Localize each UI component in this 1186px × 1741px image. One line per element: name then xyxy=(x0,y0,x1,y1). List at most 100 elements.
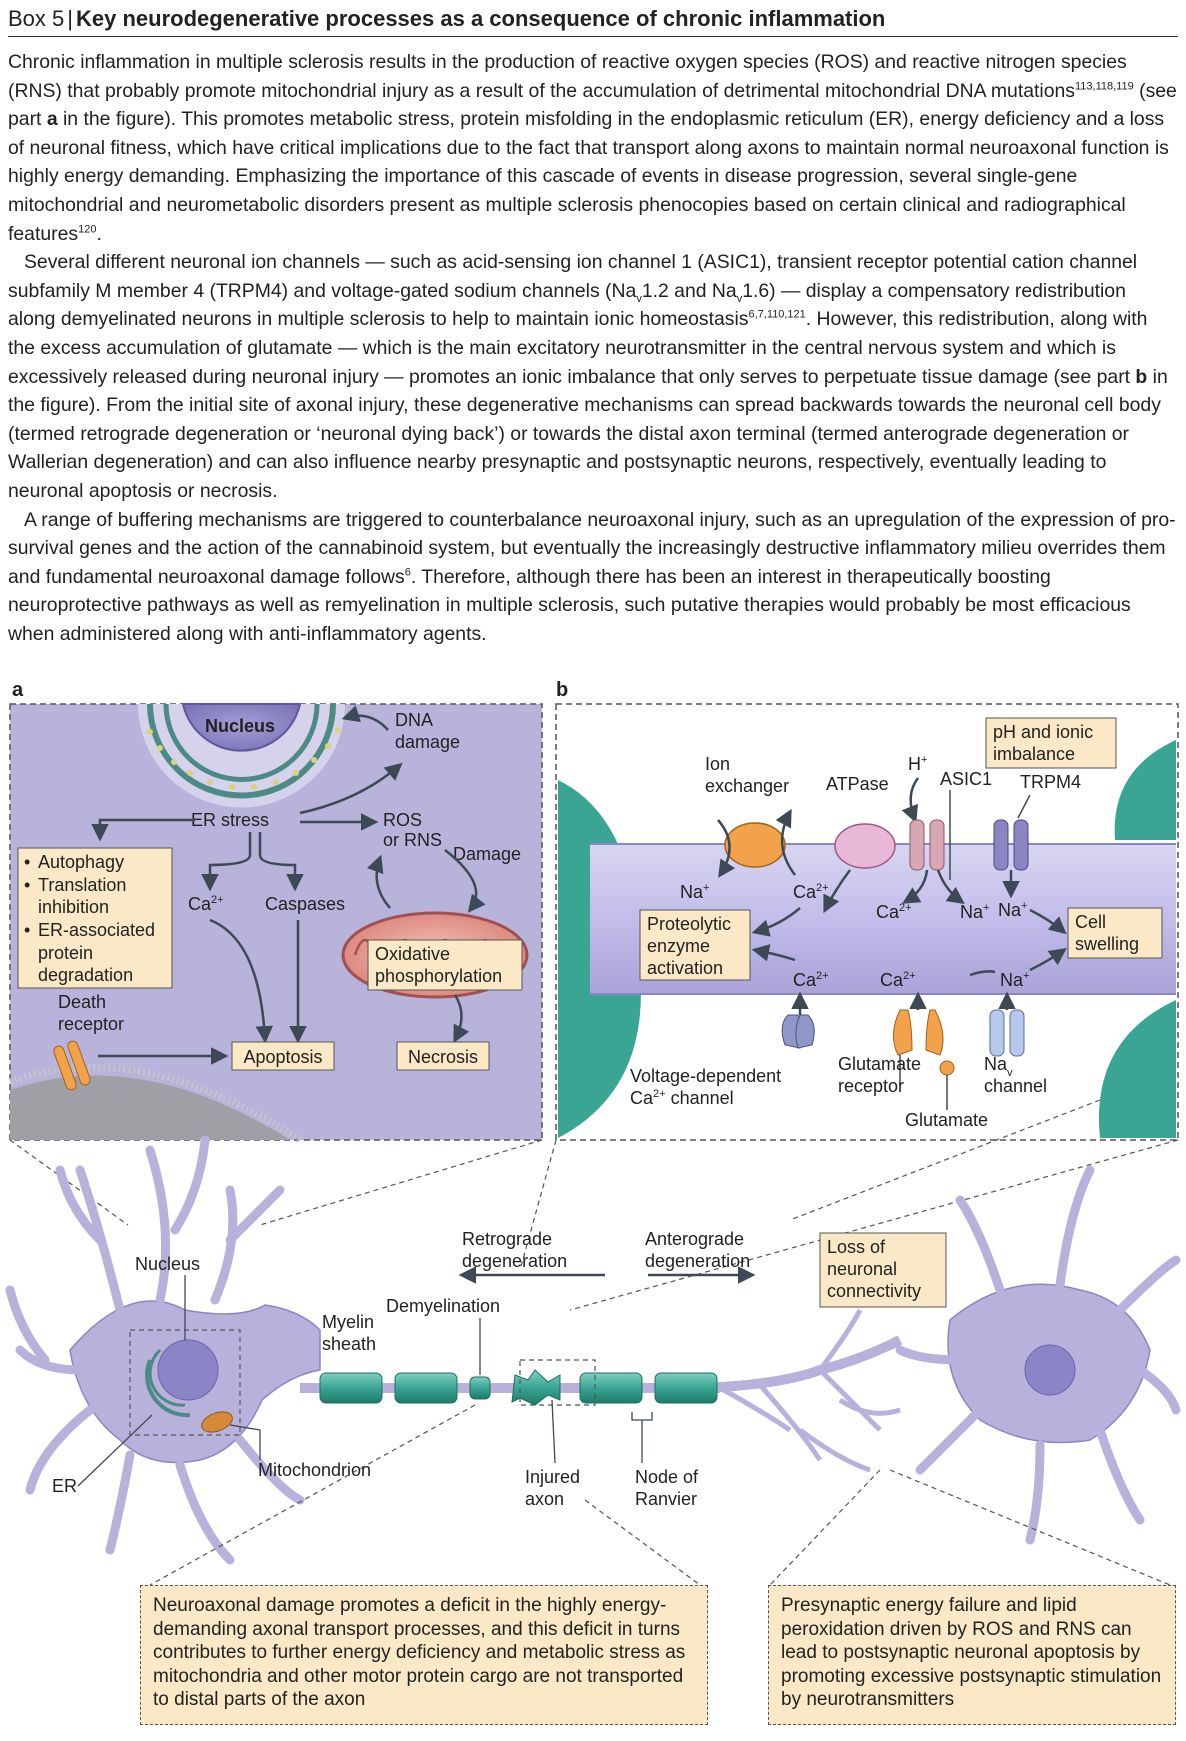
dna-damage-label-2: damage xyxy=(395,732,460,752)
na-label-4: Na+ xyxy=(1000,970,1029,990)
na-to-swelling-top xyxy=(1029,908,1067,935)
injured-axon-label-2: axon xyxy=(525,1489,564,1509)
na-label-1: Na+ xyxy=(680,882,709,902)
p2-text-a: Several different neuronal ion channels … xyxy=(8,251,1138,302)
p1-ref-1: 113,118,119 xyxy=(1074,80,1134,93)
glutamate-label: Glutamate xyxy=(905,1110,988,1130)
h-label: H+ xyxy=(908,754,927,774)
left-neuron-er xyxy=(145,1359,191,1418)
cell-membrane xyxy=(8,1064,302,1143)
death-receptor-shape-1 xyxy=(53,1045,77,1091)
myelin-right-top xyxy=(1114,740,1176,840)
p2-sub-1: v xyxy=(636,292,642,305)
trpm4-shape-2 xyxy=(1013,819,1029,871)
autophagy-item-6: degradation xyxy=(38,965,133,985)
loss-label-3: connectivity xyxy=(827,1281,921,1301)
p2-ref-1: 6,7,110,121 xyxy=(748,308,806,321)
oxphos-box xyxy=(367,939,523,991)
nucleus-label-a: Nucleus xyxy=(205,716,275,736)
paragraph-1: Chronic inflammation in multiple scleros… xyxy=(8,48,1178,248)
p1-ref-2: 120 xyxy=(78,223,97,236)
note-axonal-transport: Neuroaxonal damage promotes a deficit in… xyxy=(140,1585,708,1725)
myelin-label-1: Myelin xyxy=(322,1312,374,1332)
death-receptor-label-1: Death xyxy=(58,992,106,1012)
trpm4-shape-1 xyxy=(993,819,1009,871)
er-cisterna-inner xyxy=(163,703,320,782)
paragraph-2: Several different neuronal ion channels … xyxy=(8,248,1178,505)
exchanger-ca-arrow xyxy=(775,808,796,876)
ca-label-b4: Ca2+ xyxy=(880,970,916,990)
axon-zoom-box xyxy=(519,1359,596,1406)
p2-text-b: 1.2 and Na xyxy=(641,279,737,302)
h-arrow xyxy=(901,777,920,824)
header-separator: | xyxy=(67,6,73,31)
left-neuron-mitochondrion xyxy=(201,1411,233,1433)
ros-damage-arrow xyxy=(444,849,486,913)
right-neuron-nucleus xyxy=(1024,1344,1076,1396)
autophagy-item-1: Autophagy xyxy=(38,852,124,872)
myelin-label-2: sheath xyxy=(322,1334,376,1354)
body-text: Chronic inflammation in multiple scleros… xyxy=(8,48,1178,648)
proteolytic-box xyxy=(639,909,751,981)
loss-connectivity-box xyxy=(819,1232,947,1308)
p2-text-e: in the figure). From the initial site of… xyxy=(8,365,1168,502)
glutamate-receptor-label-2: receptor xyxy=(838,1076,904,1096)
glutamate-molecule xyxy=(939,1060,955,1076)
autophagy-item-5: protein xyxy=(38,943,93,963)
vdcc-label-1: Voltage-dependent xyxy=(630,1066,781,1086)
ca-label-b2: Ca2+ xyxy=(876,902,912,922)
damage-label: Damage xyxy=(453,844,521,864)
ros-label-1: ROS xyxy=(383,810,422,830)
asic1-na-arrow xyxy=(936,869,965,905)
retrograde-label-2: degeneration xyxy=(462,1251,567,1271)
bullet-1: • xyxy=(24,852,30,872)
loss-label-2: neuronal xyxy=(827,1259,897,1279)
nav-curve xyxy=(969,970,996,977)
glutamate-receptor-label-1: Glutamate xyxy=(838,1054,921,1074)
box-label: Box 5 xyxy=(8,6,65,31)
ca-to-proteolytic-bottom xyxy=(751,944,796,962)
p1-text-b: (see part xyxy=(8,79,1177,131)
ca-to-proteolytic-top xyxy=(751,907,801,937)
ca-label-a: Ca2+ xyxy=(188,894,224,914)
note-connectors xyxy=(149,1404,1171,1586)
myelin-right-bottom xyxy=(1098,1000,1176,1138)
proteolytic-label-2: enzyme xyxy=(647,936,710,956)
er-to-dna-arrow xyxy=(299,762,403,815)
left-neuron-er-inner xyxy=(148,1348,186,1407)
nav-shape-2 xyxy=(1009,1009,1025,1057)
na-to-swelling-bottom xyxy=(1029,947,1067,972)
ph-box xyxy=(985,717,1117,769)
panel-b: pH and ionic imbalance Ion exchanger Na+… xyxy=(555,703,1179,1141)
oxphos-to-necrosis-arrow xyxy=(453,994,470,1044)
glutamate-receptor-shape-2 xyxy=(925,1009,944,1056)
glutamate-receptor-shape-1 xyxy=(893,1009,913,1056)
exchanger-na-arrow xyxy=(717,819,736,878)
anterograde-label-1: Anterograde xyxy=(645,1229,744,1249)
vdcc-label-2: Ca2+ channel xyxy=(630,1088,734,1108)
injured-axon-label-1: Injured xyxy=(525,1467,580,1487)
proteolytic-label-1: Proteolytic xyxy=(647,914,731,934)
death-receptor-shape-2 xyxy=(67,1040,91,1086)
asic1-shape-2 xyxy=(929,819,945,871)
axon-terminal-branches xyxy=(718,1308,901,1473)
ca-to-apoptosis-arrow xyxy=(209,918,274,1044)
na-label-2: Na+ xyxy=(960,902,989,922)
death-receptor-label-2: receptor xyxy=(58,1014,124,1034)
cell-swelling-label-1: Cell xyxy=(1075,912,1106,932)
vdcc-shape-2 xyxy=(795,1014,815,1049)
oxphos-label-2: phosphorylation xyxy=(375,966,502,986)
bullet-3: • xyxy=(24,920,30,940)
p3-text-b: . Therefore, although there has been an … xyxy=(8,565,1131,645)
ion-exchanger-label-2: exchanger xyxy=(705,776,789,796)
autophagy-item-3: inhibition xyxy=(38,897,109,917)
nav-label-2: channel xyxy=(984,1076,1047,1096)
p1-text-a: Chronic inflammation in multiple scleros… xyxy=(8,51,1127,102)
panel-a-label: a xyxy=(12,679,24,701)
er-to-ca-arrow xyxy=(201,832,252,892)
oxphos-to-ros-arrow xyxy=(366,854,391,909)
oxphos-label-1: Oxidative xyxy=(375,944,450,964)
autophagy-box xyxy=(17,847,173,989)
ion-exchanger-shape xyxy=(724,822,786,868)
p3-ref-1: 6 xyxy=(404,566,411,579)
